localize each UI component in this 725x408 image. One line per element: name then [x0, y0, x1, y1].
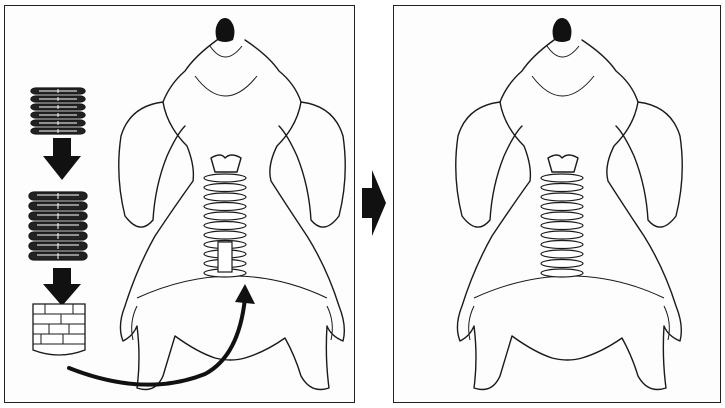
tracheal-ring: [204, 231, 246, 239]
scaffold-step-3: [33, 304, 85, 355]
scaffold-step-2: [29, 192, 87, 260]
tracheal-ring: [541, 222, 583, 230]
down-arrow-icon: [43, 268, 81, 306]
right-panel-after: [393, 5, 721, 403]
tracheal-ring: [204, 193, 246, 201]
tracheal-ring: [541, 174, 583, 182]
before-diagram: [5, 6, 356, 404]
tracheal-implant-site: [204, 155, 246, 277]
scaffold-window: [218, 242, 232, 272]
tracheal-ring: [541, 269, 583, 277]
tracheal-ring: [541, 260, 583, 268]
tracheal-ring: [204, 222, 246, 230]
tracheal-ring: [541, 193, 583, 201]
tracheal-ring: [541, 203, 583, 211]
nose-icon: [216, 18, 235, 42]
tracheal-ring: [204, 184, 246, 192]
right-arrow-icon: [362, 170, 386, 236]
tracheal-ring: [204, 212, 246, 220]
tracheal-ring: [541, 241, 583, 249]
transfer-arrow: [69, 284, 255, 385]
tracheal-ring: [541, 231, 583, 239]
down-arrow-icon: [43, 138, 81, 180]
tracheal-ring: [204, 203, 246, 211]
nose-icon: [553, 18, 572, 42]
tracheal-ring: [204, 174, 246, 182]
tracheal-ring: [541, 212, 583, 220]
after-diagram: [394, 6, 722, 404]
scaffold-steps: [29, 88, 87, 355]
scaffold-step-1: [31, 88, 85, 134]
tracheal-ring: [541, 184, 583, 192]
left-panel-before: [4, 5, 355, 403]
implanted-trachea: [541, 155, 583, 277]
tracheal-ring: [541, 250, 583, 258]
